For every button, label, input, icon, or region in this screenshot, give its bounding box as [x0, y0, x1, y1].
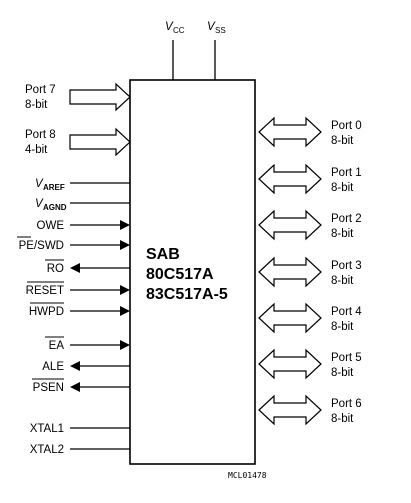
port-2-width: 8-bit: [331, 228, 354, 240]
pin-pe-swd-label: PE/SWD: [19, 240, 64, 252]
port-2-arrow: [258, 209, 322, 241]
port-4-width: 8-bit: [331, 321, 354, 333]
pin-ea: EA: [45, 336, 130, 352]
chip-name-line-3: 83C517A-5: [146, 286, 228, 303]
port-2: Port 2 8-bit: [258, 209, 362, 241]
port-8-arrow: [69, 127, 131, 157]
port-0: Port 0 8-bit: [258, 116, 362, 148]
pin-reset-label: RESET: [26, 285, 64, 297]
port-3-arrow: [258, 256, 322, 288]
pin-owe: OWE: [37, 220, 130, 232]
port-4-name: Port 4: [331, 306, 362, 318]
pin-ro: RO: [45, 259, 130, 275]
pin-xtal2: XTAL2: [30, 444, 130, 456]
vcc-pin: V CC: [165, 21, 185, 80]
port-5-width: 8-bit: [331, 367, 354, 379]
pin-ea-arrowhead: [120, 340, 130, 350]
pin-varef-label-main: V: [35, 178, 44, 190]
port-8: Port 8 4-bit: [25, 127, 131, 157]
pin-ale-label: ALE: [42, 361, 64, 373]
pin-pe-swd-arrowhead: [120, 240, 130, 250]
pin-hwpd-arrowhead: [120, 306, 130, 316]
pin-reset-arrowhead: [120, 285, 130, 295]
port-1-width: 8-bit: [331, 182, 354, 194]
chip-name-line-2: 80C517A: [146, 266, 214, 283]
pin-vagnd-label-sub: AGND: [43, 203, 67, 212]
port-5: Port 5 8-bit: [258, 348, 362, 380]
pin-vagnd: V AGND: [35, 198, 130, 212]
pin-ea-label: EA: [49, 340, 65, 352]
port-1-arrow: [258, 163, 322, 195]
pin-reset: RESET: [26, 281, 130, 297]
port-0-width: 8-bit: [331, 135, 354, 147]
port-3: Port 3 8-bit: [258, 256, 362, 288]
vcc-label-sub: CC: [173, 26, 185, 35]
pin-hwpd: HWPD: [29, 302, 130, 318]
pin-ro-label: RO: [47, 263, 64, 275]
port-1-name: Port 1: [331, 167, 362, 179]
port-1: Port 1 8-bit: [258, 163, 362, 195]
pin-pe-swd: PE/SWD: [17, 236, 130, 252]
port-4: Port 4 8-bit: [258, 302, 362, 334]
vss-pin: V SS: [207, 21, 226, 80]
port-3-width: 8-bit: [331, 275, 354, 287]
pin-owe-arrowhead: [120, 220, 130, 230]
pin-varef: V AREF: [35, 178, 130, 192]
pin-ale-arrowhead: [70, 361, 80, 371]
port-0-arrow: [258, 116, 322, 148]
pin-owe-label: OWE: [37, 220, 65, 232]
figure-reference: MCL01478: [228, 471, 267, 480]
pin-psen-arrowhead: [70, 382, 80, 392]
pin-ro-arrowhead: [70, 263, 80, 273]
vss-label-main: V: [207, 21, 216, 33]
port-6-width: 8-bit: [331, 413, 354, 425]
port-0-name: Port 0: [331, 120, 362, 132]
pin-hwpd-label: HWPD: [29, 306, 64, 318]
port-6-arrow: [258, 394, 322, 426]
chip-name-line-1: SAB: [146, 246, 180, 263]
port-7-arrow: [69, 82, 131, 112]
pin-psen-label: PSEN: [33, 382, 64, 394]
port-8-width: 4-bit: [25, 144, 48, 156]
port-3-name: Port 3: [331, 260, 362, 272]
pin-varef-label-sub: AREF: [43, 183, 65, 192]
vcc-label-main: V: [165, 21, 174, 33]
port-5-name: Port 5: [331, 352, 362, 364]
port-4-arrow: [258, 302, 322, 334]
chip-name: SAB 80C517A 83C517A-5: [146, 246, 228, 303]
port-8-name: Port 8: [25, 129, 56, 141]
port-5-arrow: [258, 348, 322, 380]
pin-xtal1: XTAL1: [30, 423, 130, 435]
port-2-name: Port 2: [331, 213, 362, 225]
pin-ale: ALE: [42, 361, 130, 373]
port-7: Port 7 8-bit: [25, 82, 131, 112]
port-7-name: Port 7: [25, 84, 56, 96]
pin-xtal2-label: XTAL2: [30, 444, 64, 456]
port-6: Port 6 8-bit: [258, 394, 362, 426]
pin-psen: PSEN: [32, 378, 130, 394]
chip-body: [129, 79, 256, 465]
pin-xtal1-label: XTAL1: [30, 423, 64, 435]
vss-label-sub: SS: [215, 26, 226, 35]
port-6-name: Port 6: [331, 398, 362, 410]
port-7-width: 8-bit: [25, 99, 48, 111]
pin-vagnd-label-main: V: [35, 198, 44, 210]
